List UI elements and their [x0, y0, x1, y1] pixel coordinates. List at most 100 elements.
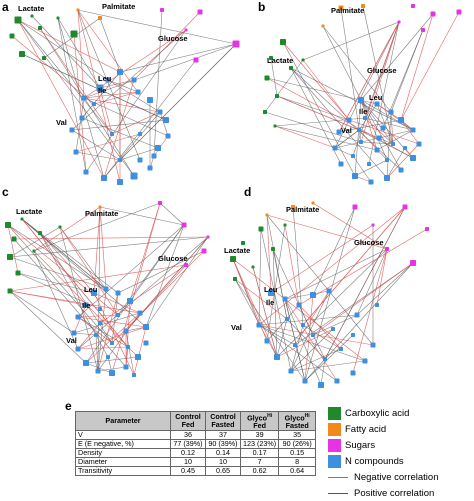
- positive-correlation-edge: [73, 332, 97, 336]
- negative-correlation-edge: [85, 312, 141, 364]
- negative-correlation-edge: [125, 346, 129, 368]
- carboxylic-acid-node: [15, 270, 21, 276]
- positive-correlation-edge: [57, 17, 87, 173]
- legend-swatch: [328, 406, 341, 420]
- negative-correlation-edge: [298, 228, 428, 306]
- legend-item-negative-correlation: Negative correlation: [328, 469, 474, 485]
- n-compound-node: [75, 314, 81, 320]
- n-compound-node: [83, 302, 89, 308]
- positive-correlation-edge: [21, 218, 119, 294]
- negative-correlation-edge: [99, 87, 113, 135]
- positive-correlation-edge: [107, 79, 161, 113]
- node-group: [9, 8, 240, 185]
- positive-correlation-edge: [71, 29, 187, 131]
- n-compound-node: [374, 147, 380, 153]
- n-compound-node: [274, 354, 280, 360]
- n-compound-node: [326, 288, 332, 294]
- network-panel-b: b Palmitate Lactate Glucose Leu Ile Val: [237, 0, 474, 195]
- carboxylic-acid-node: [301, 58, 305, 62]
- negative-correlation-edge: [284, 298, 338, 382]
- positive-correlation-edge: [75, 97, 85, 153]
- node-label-val: Val: [56, 118, 67, 127]
- node-label-glucose: Glucose: [367, 66, 397, 75]
- negative-correlation-edge: [11, 35, 95, 105]
- n-compound-node: [351, 154, 355, 158]
- fatty-acid-node: [98, 205, 102, 209]
- sugar-node: [410, 260, 416, 266]
- table-row: E (E negative, %) 77 (39%) 90 (39%) 123 …: [75, 439, 317, 450]
- sugar-node: [397, 20, 401, 24]
- node-label-palmitate: Palmitate: [102, 2, 136, 11]
- positive-correlation-edge: [284, 290, 330, 300]
- sugar-node: [402, 204, 408, 210]
- carboxylic-acid-node: [5, 222, 11, 228]
- positive-correlation-edge: [31, 15, 101, 89]
- n-compound-node: [370, 342, 376, 348]
- positive-correlation-edge: [386, 111, 392, 179]
- n-compound-node: [388, 109, 394, 115]
- positive-correlation-edge: [338, 119, 402, 133]
- negative-correlation-edge: [252, 266, 278, 358]
- positive-correlation-edge: [17, 19, 135, 177]
- node-label-palmitate: Palmitate: [85, 209, 119, 218]
- n-compound-node: [351, 333, 355, 337]
- negative-correlation-edge: [304, 294, 314, 382]
- n-compound-node: [118, 158, 122, 162]
- carboxylic-acid-node: [283, 223, 287, 227]
- negative-correlation-edge: [39, 232, 95, 294]
- n-compound-node: [311, 333, 315, 337]
- sugar-node: [425, 227, 429, 231]
- carboxylic-acid-node: [230, 256, 236, 262]
- positive-correlation-edge: [302, 324, 342, 350]
- negative-correlation-edge: [266, 77, 414, 159]
- panel-letter-e: e: [65, 399, 72, 413]
- header-parameter: Parameter: [75, 410, 171, 432]
- negative-correlation-edge: [302, 59, 350, 121]
- positive-correlation-edge: [390, 29, 424, 113]
- positive-correlation-edge: [290, 290, 330, 372]
- negative-correlation-edge: [77, 316, 147, 328]
- positive-correlation-edge: [85, 224, 185, 364]
- n-compound-node: [282, 296, 288, 302]
- carboxylic-acid-node: [9, 33, 15, 39]
- carboxylic-acid-node: [56, 16, 60, 20]
- header-glycohi-fed: GlycoHi Fed: [239, 410, 280, 432]
- n-compound-node: [110, 132, 114, 136]
- table-cell: 0.65: [205, 466, 241, 477]
- fatty-acid-node: [265, 213, 269, 217]
- positive-correlation-edge: [7, 224, 107, 290]
- positive-correlation-edge: [125, 236, 209, 332]
- node-label-lactate: Lactate: [18, 4, 45, 13]
- negative-correlation-edge: [125, 264, 187, 332]
- positive-correlation-edge: [21, 53, 167, 121]
- negative-correlation-edge: [390, 111, 394, 145]
- positive-correlation-edge: [85, 356, 139, 364]
- negative-correlation-edge: [348, 119, 420, 145]
- n-compound-node: [138, 132, 142, 136]
- n-compound-node: [375, 303, 379, 307]
- negative-correlation-edge: [376, 248, 388, 306]
- positive-correlation-edge: [322, 25, 392, 113]
- node-group: [230, 201, 429, 388]
- negative-correlation-edge: [7, 224, 119, 316]
- negative-correlation-edge: [9, 264, 187, 292]
- carboxylic-acid-node: [14, 16, 22, 24]
- n-compound-node: [83, 169, 89, 175]
- positive-correlation-edge: [376, 129, 414, 151]
- positive-correlation-edge: [304, 262, 414, 382]
- positive-correlation-edge: [364, 117, 414, 131]
- positive-correlation-edge: [83, 43, 237, 99]
- positive-correlation-edge: [21, 218, 107, 290]
- n-compound-node: [310, 292, 316, 298]
- n-compound-node: [83, 360, 89, 366]
- n-compound-node: [346, 117, 352, 123]
- node-label-ile: Ile: [82, 301, 91, 310]
- positive-correlation-edge: [274, 125, 378, 151]
- node-label-palmitate: Palmitate: [286, 205, 320, 214]
- legend-label: Fatty acid: [345, 423, 387, 435]
- n-compound-node: [101, 175, 107, 181]
- node-label-leu: Leu: [369, 93, 383, 102]
- positive-correlation-edge: [83, 97, 169, 137]
- negative-correlation-edge: [386, 143, 420, 179]
- negative-correlation-edge: [376, 103, 414, 131]
